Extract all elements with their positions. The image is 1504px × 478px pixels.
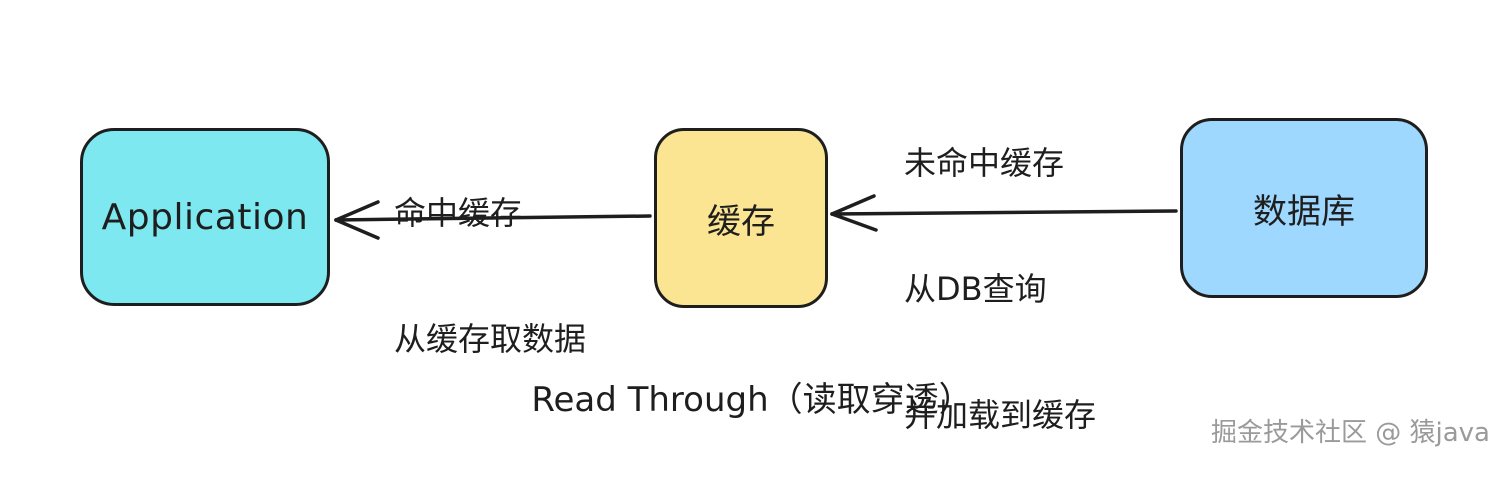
diagram-caption: Read Through（读取穿透）: [531, 380, 973, 420]
application-node-label: Application: [101, 196, 309, 238]
cache-hit-label: 命中缓存 从缓存取数据: [394, 108, 586, 402]
cache-node-label: 缓存: [707, 201, 775, 242]
cache-node: 缓存: [654, 128, 828, 308]
database-node: 数据库: [1180, 118, 1428, 298]
cache-miss-line-3: 并加载到缓存: [904, 396, 1097, 434]
cache-hit-line-2: 从缓存取数据: [394, 320, 587, 358]
cache-hit-line-1: 命中缓存: [394, 194, 523, 232]
cache-miss-line-1: 未命中缓存: [904, 144, 1065, 182]
watermark: 掘金技术社区 @ 猿java: [1210, 418, 1490, 448]
cache-miss-label: 未命中缓存 从DB查询 并加载到缓存: [904, 58, 1096, 478]
cache-miss-line-2: 从DB查询: [904, 270, 1047, 308]
application-node: Application: [80, 128, 330, 306]
database-node-label: 数据库: [1253, 191, 1355, 232]
